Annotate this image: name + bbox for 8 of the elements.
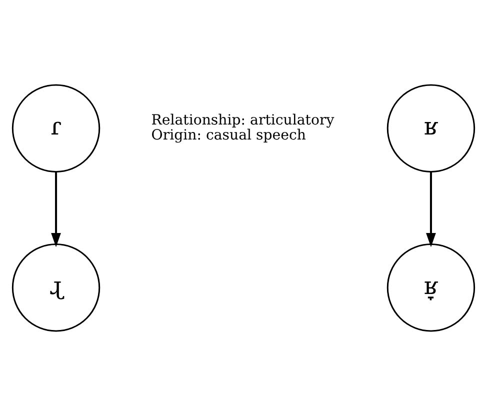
node-circle: ɾ <box>12 84 100 172</box>
node-circle: ɻ <box>12 244 100 332</box>
node-circle: ʁ̞ <box>386 244 476 332</box>
label: Origin: casual speech <box>151 128 306 144</box>
arrow <box>51 172 61 248</box>
label: Relationship: articulatory <box>151 112 334 129</box>
node-circle: ʁ <box>386 84 476 172</box>
arrow <box>426 172 436 248</box>
